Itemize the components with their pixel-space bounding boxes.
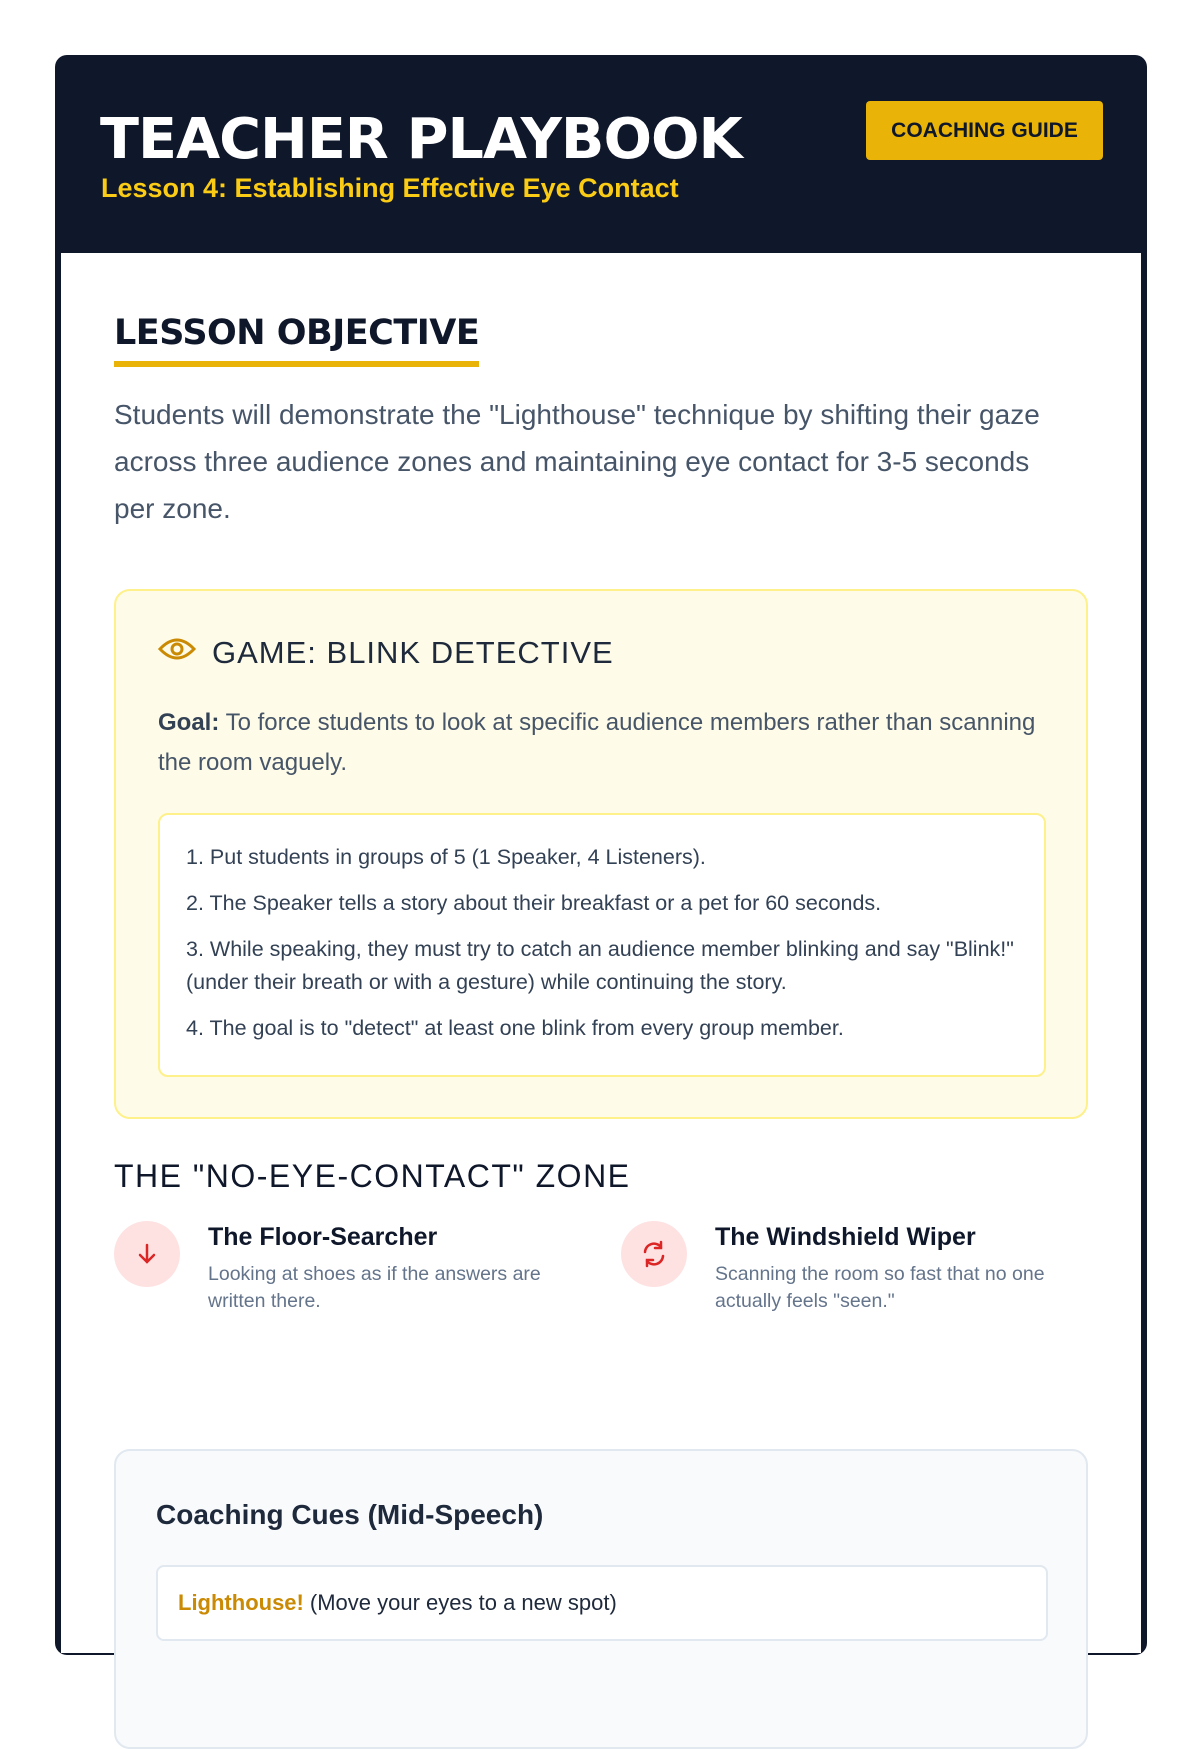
lesson-subtitle: Lesson 4: Establishing Effective Eye Con… [101,173,679,203]
zone-item-floor-searcher: The Floor-Searcher Looking at shoes as i… [114,1221,564,1321]
refresh-icon [621,1221,687,1287]
goal-text: To force students to look at specific au… [158,709,1036,776]
step-item: 4. The goal is to "detect" at least one … [186,1016,844,1040]
game-panel: GAME: BLINK DETECTIVE Goal: To force stu… [114,589,1088,1119]
coaching-guide-badge: COACHING GUIDE [866,101,1103,160]
game-title: GAME: BLINK DETECTIVE [212,635,614,670]
cue-text: (Move your eyes to a new spot) [309,1590,617,1615]
game-heading: GAME: BLINK DETECTIVE [157,635,614,671]
coaching-heading: Coaching Cues (Mid-Speech) [156,1499,544,1530]
playbook-card: TEACHER PLAYBOOK Lesson 4: Establishing … [55,55,1147,1749]
step-item: 2. The Speaker tells a story about their… [186,891,882,915]
eye-icon [157,635,197,671]
zone-heading: THE "NO-EYE-CONTACT" ZONE [114,1158,631,1194]
header: TEACHER PLAYBOOK Lesson 4: Establishing … [55,55,1147,253]
game-goal: Goal: To force students to look at speci… [158,703,1038,783]
zone-item-desc: Scanning the room so fast that no one ac… [715,1263,1045,1312]
zone-item-windshield-wiper: The Windshield Wiper Scanning the room s… [621,1221,1071,1321]
cue-keyword: Lighthouse! [178,1590,304,1615]
objective-text: Students will demonstrate the "Lighthous… [114,399,1040,524]
zone-item-desc: Looking at shoes as if the answers are w… [208,1263,541,1312]
zone-item-title: The Floor-Searcher [208,1223,438,1251]
content: LESSON OBJECTIVE Students will demonstra… [61,253,1141,1749]
step-item: 3. While speaking, they must try to catc… [186,937,1014,994]
zone-item-title: The Windshield Wiper [715,1223,976,1251]
arrow-down-icon [114,1221,180,1287]
page-title: TEACHER PLAYBOOK [100,107,743,172]
game-steps: 1. Put students in groups of 5 (1 Speake… [158,813,1046,1077]
step-item: 1. Put students in groups of 5 (1 Speake… [186,845,706,869]
coaching-cues-panel: Coaching Cues (Mid-Speech) Lighthouse!(M… [114,1449,1088,1749]
cue-item: Lighthouse!(Move your eyes to a new spot… [156,1565,1048,1641]
goal-label: Goal: [158,709,220,736]
objective-heading: LESSON OBJECTIVE [114,313,480,367]
